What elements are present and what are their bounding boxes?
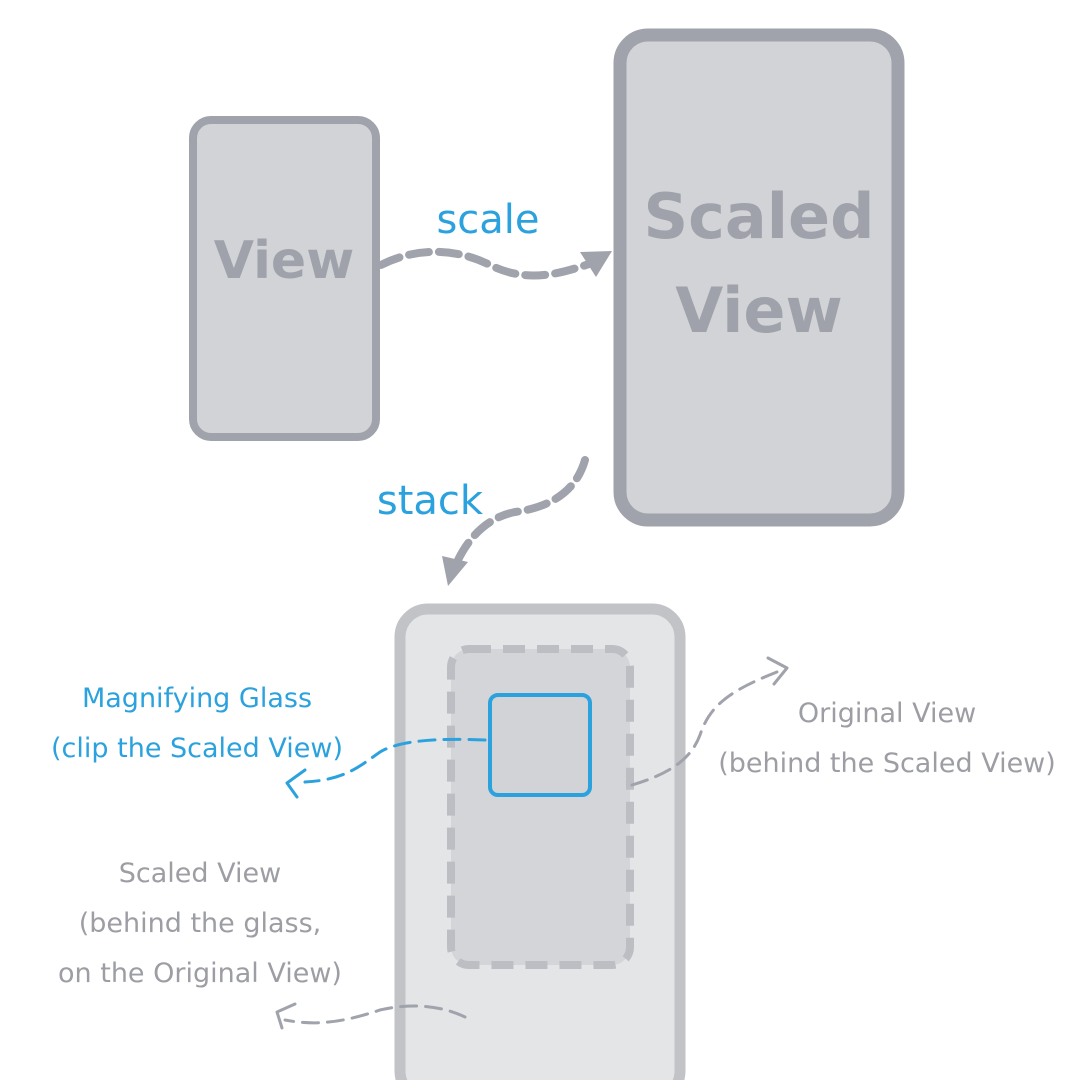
view-label: View xyxy=(214,231,354,291)
scale-arrow-label: scale xyxy=(436,197,539,243)
magnifying-glass-box xyxy=(488,693,592,797)
stack-arrow-label: stack xyxy=(377,478,484,524)
scaled-view-box xyxy=(613,28,905,527)
magnifier-label-line2: (clip the Scaled View) xyxy=(51,733,343,764)
scaled-behind-label-line2: (behind the glass, xyxy=(79,908,322,939)
original-callout-line xyxy=(630,668,784,787)
magnifier-callout-arrowhead xyxy=(285,768,307,799)
stack-arrow-line xyxy=(454,456,589,564)
scaled-view-label-line2: View xyxy=(675,274,842,347)
scaled-behind-label-line3: on the Original View) xyxy=(58,958,342,989)
view-box xyxy=(189,116,380,441)
scaled-behind-callout-line xyxy=(283,1004,467,1025)
magnifier-callout-line xyxy=(303,737,487,784)
scale-arrow-line xyxy=(377,247,599,280)
scaled-behind-label-line1: Scaled View xyxy=(119,858,281,889)
scaled-behind-callout-arrowhead xyxy=(275,1002,297,1030)
scale-arrowhead xyxy=(580,251,612,277)
stack-arrowhead xyxy=(442,556,468,586)
original-label-line2: (behind the Scaled View) xyxy=(718,748,1056,779)
original-label-line1: Original View xyxy=(798,698,976,729)
scaled-view-label-line1: Scaled xyxy=(644,180,875,253)
original-callout-arrowhead xyxy=(766,656,789,686)
magnifier-label-line1: Magnifying Glass xyxy=(82,683,312,714)
